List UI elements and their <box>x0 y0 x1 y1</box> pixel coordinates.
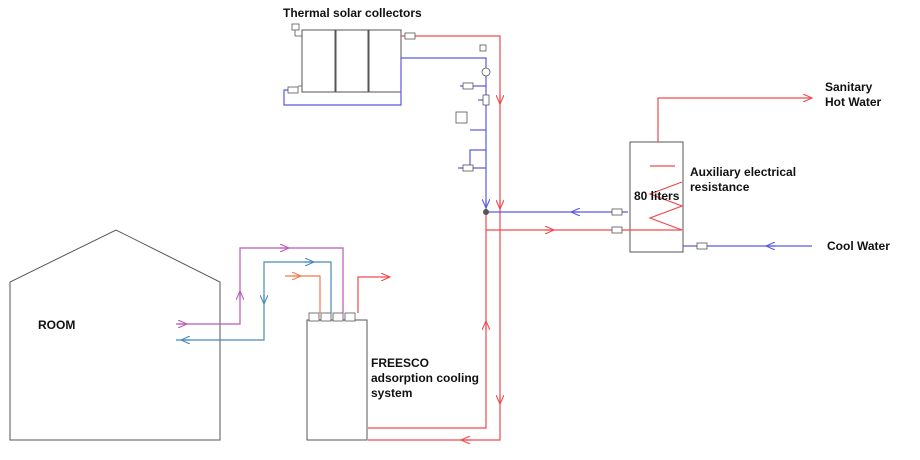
valve-group <box>287 32 708 250</box>
collectors-label: Thermal solar collectors <box>283 6 422 20</box>
cool-water-label: Cool Water <box>827 239 890 253</box>
freesco-unit <box>306 312 368 441</box>
auxiliary-resistance-label: Auxiliary electrical resistance <box>690 165 799 194</box>
sanitary-hot-water-label: Sanitary Hot Water <box>825 80 882 109</box>
room-label: ROOM <box>38 318 75 332</box>
room-building <box>9 229 221 441</box>
freesco-label: FREESCO adsorption cooling system <box>371 356 482 400</box>
solar-collector-array <box>291 23 402 93</box>
cold-water-circuit <box>283 57 812 246</box>
tank-volume-label: 80 liters <box>634 189 680 203</box>
room-supply-circuit <box>176 248 344 340</box>
hot-water-circuit <box>357 35 812 440</box>
